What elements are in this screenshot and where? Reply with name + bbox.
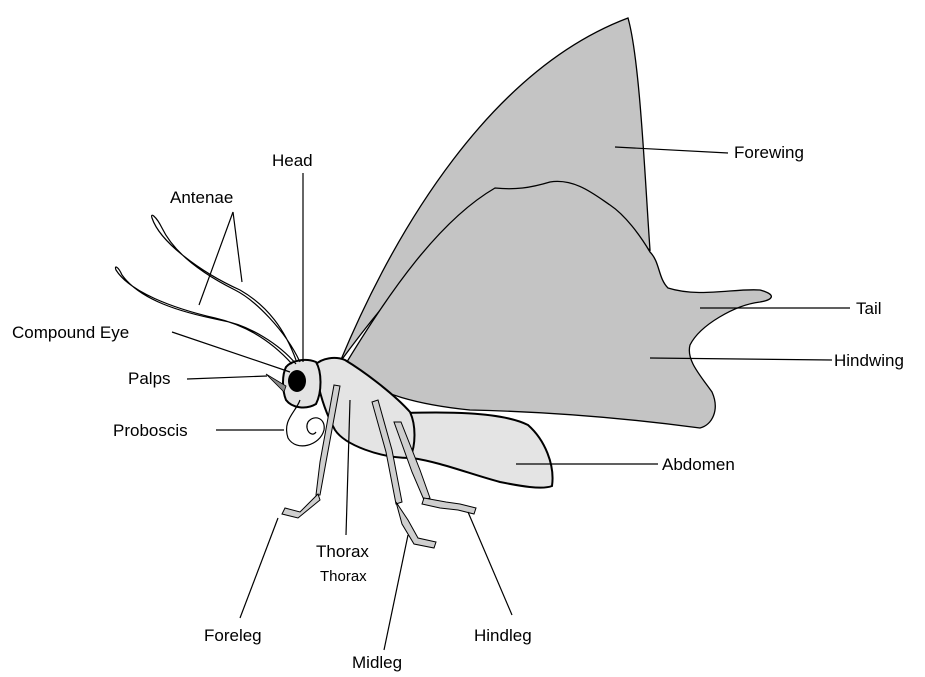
label-head: Head (272, 151, 313, 170)
palps-leader (187, 376, 267, 379)
label-hindleg: Hindleg (474, 626, 532, 645)
label-proboscis: Proboscis (113, 421, 188, 440)
antenae-leader-2 (199, 212, 233, 305)
foreleg-leader (240, 518, 278, 618)
label-midleg: Midleg (352, 653, 402, 672)
hindleg-leader (468, 512, 512, 615)
label-abdomen: Abdomen (662, 455, 735, 474)
abdomen-shape (405, 412, 553, 487)
label-compound-eye: Compound Eye (12, 323, 129, 342)
midleg-tarsus (396, 502, 436, 548)
label-forewing: Forewing (734, 143, 804, 162)
midleg-leader (384, 535, 408, 650)
compound-eye-shape (288, 370, 306, 392)
label-foreleg: Foreleg (204, 626, 262, 645)
hindwing-shape (342, 181, 771, 428)
label-antenae: Antenae (170, 188, 233, 207)
foreleg-tarsus (282, 494, 320, 518)
label-hindwing: Hindwing (834, 351, 904, 370)
compound-eye-leader (172, 332, 290, 372)
antenna-lower (115, 267, 296, 364)
label-thorax-2: Thorax (320, 568, 367, 585)
hindleg-tarsus (422, 498, 476, 514)
label-thorax-1: Thorax (316, 542, 369, 561)
label-tail: Tail (856, 299, 882, 318)
label-palps: Palps (128, 369, 171, 388)
antenna-upper (152, 215, 300, 362)
antenae-leader-1 (233, 212, 242, 282)
